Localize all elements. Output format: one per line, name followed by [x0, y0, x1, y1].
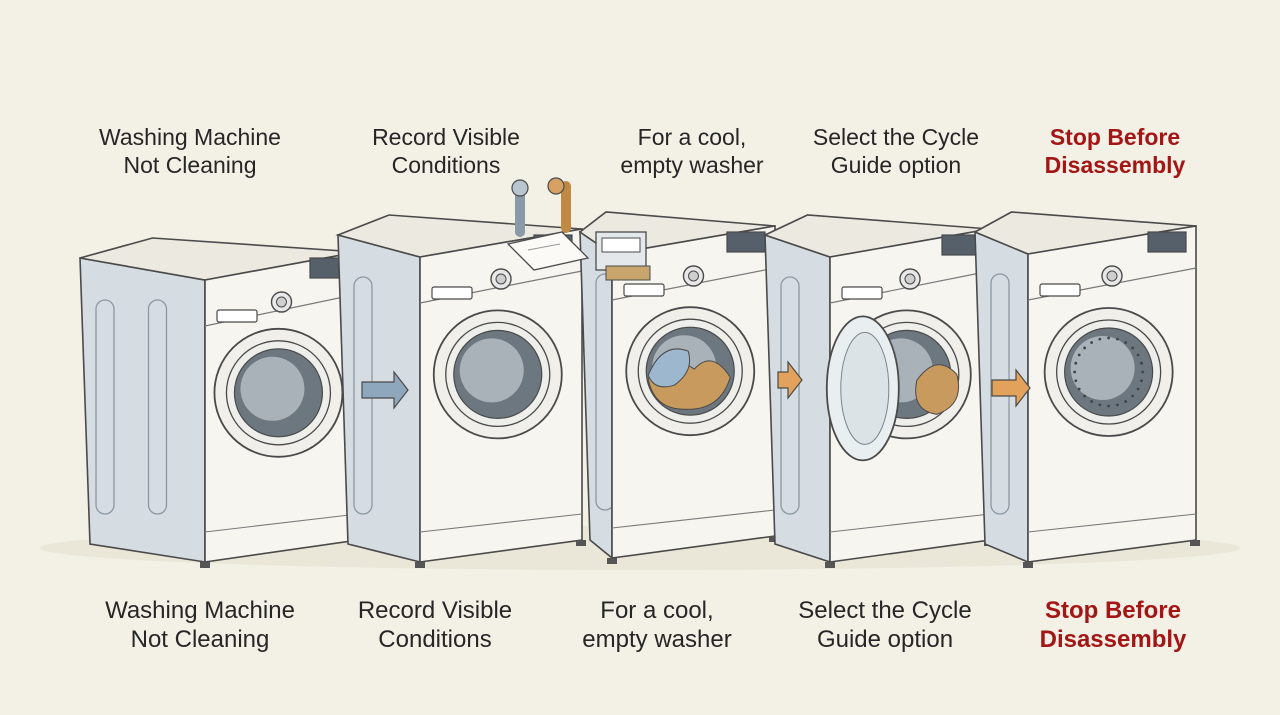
- washing-machine-icon: [335, 214, 586, 568]
- arrow-right-icon: [777, 360, 803, 400]
- step-2-caption-bottom: Record Visible Conditions: [357, 597, 513, 653]
- washing-machine-icon: [973, 211, 1200, 568]
- laundry-icon: [647, 348, 691, 388]
- step-3-caption-top: For a cool, empty washer: [620, 124, 764, 178]
- step-1-caption-bottom: Washing Machine Not Cleaning: [105, 597, 295, 653]
- step-5-caption-top: Stop Before Disassembly: [1044, 124, 1186, 178]
- step-3-caption-bottom: For a cool, empty washer: [582, 597, 732, 653]
- step-4-caption-bottom: Select the Cycle Guide option: [798, 597, 972, 653]
- step-2-caption-top: Record Visible Conditions: [372, 124, 520, 178]
- arrow-right-icon: [361, 370, 409, 410]
- laundry-icon: [915, 364, 960, 415]
- note-card-icon: [506, 231, 590, 271]
- water-valve-icon: [511, 177, 571, 237]
- detergent-drawer-icon: [595, 231, 651, 281]
- step-1-caption-top: Washing Machine Not Cleaning: [99, 124, 281, 178]
- step-4-caption-top: Select the Cycle Guide option: [812, 124, 980, 178]
- washing-machine-icon: [762, 214, 994, 568]
- step-5-caption-bottom: Stop Before Disassembly: [1039, 597, 1187, 653]
- washing-machine-icon: [79, 237, 362, 568]
- arrow-right-icon: [991, 368, 1031, 408]
